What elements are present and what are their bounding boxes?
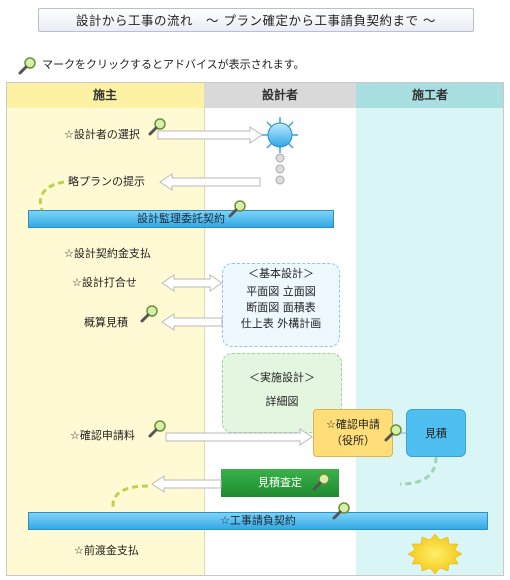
- permit-fee-label: ☆確認申請料: [70, 429, 135, 442]
- construction-start-label: 着工: [424, 547, 446, 560]
- advice-button-review[interactable]: [310, 471, 332, 493]
- detailed-design-title: ＜実施設計＞: [249, 371, 315, 384]
- advice-button-selection[interactable]: [146, 116, 168, 138]
- advance-payment-label: ☆前渡金支払: [74, 544, 139, 557]
- detailed-design-box: ＜実施設計＞ 詳細図: [222, 353, 342, 433]
- page-title: 設計から工事の流れ ～ プラン確定から工事請負契約まで ～: [38, 8, 474, 32]
- builder-estimate-box: 見積: [406, 409, 466, 457]
- permit-application-line1: ☆確認申請: [326, 418, 380, 431]
- advice-button-construction-contract[interactable]: [330, 500, 352, 522]
- basic-design-line2: 断面図 面積表: [246, 301, 316, 314]
- notice-text: マークをクリックするとアドバイスが表示されます。: [42, 58, 305, 71]
- designer-column-header: 設計者: [204, 82, 356, 108]
- designer-selection-label: ☆設計者の選択: [64, 128, 140, 141]
- design-meeting-label: ☆設計打合せ: [72, 276, 137, 289]
- flow-frame: [6, 82, 504, 576]
- design-fee-payment-label: ☆設計契約金支払: [64, 247, 151, 260]
- owner-column-header: 施主: [6, 82, 204, 108]
- rough-plan-label: 略プランの提示: [68, 175, 145, 188]
- advice-button-permit-fee[interactable]: [146, 418, 168, 440]
- advice-button-design-contract[interactable]: [226, 198, 248, 220]
- builder-column-header: 施工者: [356, 82, 504, 108]
- basic-design-line3: 仕上表 外構計画: [240, 317, 322, 330]
- design-contract-bar: 設計監理委託契約: [28, 210, 334, 228]
- permit-application-line2: （役所）: [331, 434, 375, 447]
- advice-button-estimate[interactable]: [138, 303, 160, 325]
- detailed-design-body: 詳細図: [265, 395, 299, 408]
- construction-contract-bar: ☆工事請負契約: [28, 512, 488, 530]
- basic-design-title: ＜基本設計＞: [248, 267, 314, 280]
- estimate-overview-label: 概算見積: [84, 316, 128, 329]
- basic-design-box: ＜基本設計＞ 平面図 立面図 断面図 面積表 仕上表 外構計画: [222, 263, 340, 347]
- basic-design-line1: 平面図 立面図: [246, 285, 316, 298]
- builder-column: [356, 82, 504, 576]
- permit-application-box: ☆確認申請 （役所）: [313, 409, 393, 457]
- magnifier-icon: [18, 57, 36, 75]
- advice-button-permit[interactable]: [382, 422, 404, 444]
